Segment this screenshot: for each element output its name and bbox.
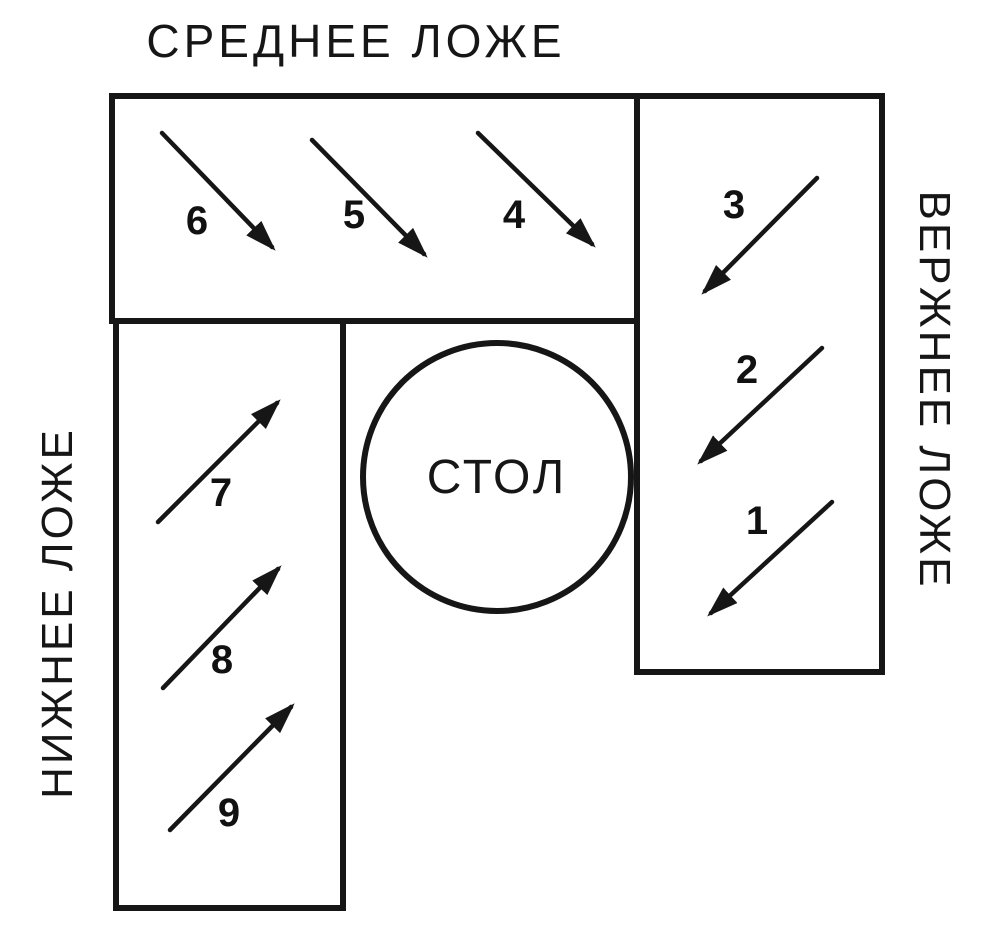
position-number-7: 7 (210, 471, 232, 515)
arrow-line (309, 137, 428, 258)
middle-couch-rect (109, 93, 640, 324)
position-number-6: 6 (186, 199, 208, 243)
arrow-line (475, 130, 596, 248)
arrow-line (701, 175, 820, 295)
lower-couch-rect (113, 318, 346, 911)
arrow-position-6: 6 (159, 130, 276, 251)
arrow-line (159, 130, 276, 251)
position-number-9: 9 (218, 791, 240, 835)
position-number-1: 1 (746, 499, 768, 543)
arrow-line (160, 565, 282, 691)
arrow-position-3: 3 (701, 175, 820, 295)
position-number-8: 8 (211, 638, 233, 682)
lower-couch-label: НИЖНЕЕ ЛОЖЕ (33, 427, 82, 799)
arrow-position-7: 7 (155, 399, 281, 525)
arrow-position-4: 4 (475, 130, 596, 248)
middle-couch-label: СРЕДНЕЕ ЛОЖЕ (146, 15, 565, 67)
arrow-position-1: 1 (707, 499, 835, 617)
arrow-position-5: 5 (309, 137, 428, 258)
position-number-3: 3 (723, 183, 745, 227)
table-circle (360, 340, 634, 614)
arrow-position-8: 8 (160, 565, 282, 691)
position-number-2: 2 (736, 348, 758, 392)
arrow-line (167, 703, 295, 833)
arrow-position-9: 9 (167, 703, 295, 835)
arrow-position-2: 2 (697, 345, 825, 465)
position-number-5: 5 (343, 193, 365, 237)
upper-couch-rect (634, 93, 885, 675)
rooms-group (109, 93, 885, 911)
arrow-line (707, 499, 835, 617)
arrow-line (697, 345, 825, 465)
table-label: СТОЛ (427, 451, 568, 504)
upper-couch-label: ВЕРЖНЕЕ ЛОЖЕ (910, 191, 959, 590)
arrow-line (155, 399, 281, 525)
position-number-4: 4 (503, 193, 526, 237)
